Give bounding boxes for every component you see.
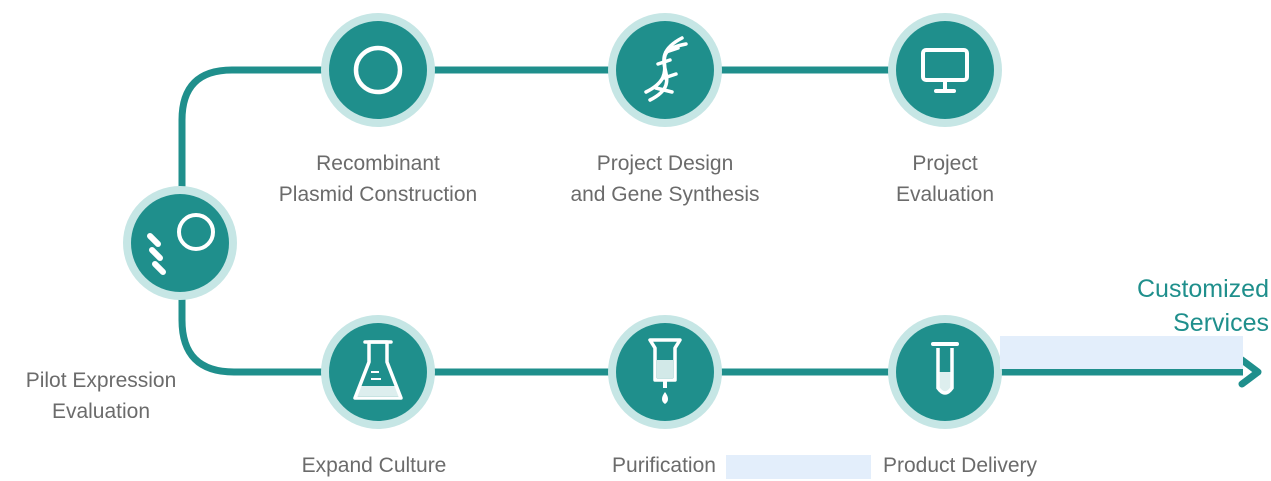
plasmid-ring-icon [353, 45, 403, 95]
highlight-band-arrow [1000, 336, 1243, 369]
label-design: Project Design and Gene Synthesis [515, 148, 815, 210]
monitor-icon [921, 48, 969, 93]
highlight-band-purification [726, 455, 871, 479]
label-line: Recombinant [316, 152, 440, 175]
label-line: Services [1173, 309, 1269, 337]
label-line: Customized [1137, 275, 1269, 303]
bottom-connector-line [178, 290, 1243, 376]
label-line: Product Delivery [882, 454, 1038, 477]
node-design [608, 13, 722, 127]
flask-icon [353, 340, 403, 400]
label-evaluation: Project Evaluation [845, 148, 1045, 210]
node-delivery [888, 315, 1002, 429]
label-line: Evaluation [895, 183, 995, 206]
node-pilot [123, 186, 237, 300]
label-line: Evaluation [51, 400, 151, 423]
label-delivery: Product Delivery [860, 450, 1060, 481]
top-connector-line [178, 66, 945, 196]
node-evaluation [888, 13, 1002, 127]
purification-column-icon [648, 338, 682, 404]
label-recombinant: Recombinant Plasmid Construction [228, 148, 528, 210]
label-line: Pilot Expression [25, 369, 177, 392]
node-culture [321, 315, 435, 429]
node-recombinant [321, 13, 435, 127]
dna-helix-icon [644, 36, 688, 102]
label-line: Project [912, 152, 978, 175]
label-line: Expand Culture [301, 454, 447, 477]
test-tube-icon [931, 342, 959, 395]
label-pilot: Pilot Expression Evaluation [0, 365, 202, 427]
label-line: and Gene Synthesis [570, 183, 760, 206]
node-purification [608, 315, 722, 429]
arrow-head-icon [1238, 356, 1262, 388]
plasmid-dna-icon [147, 213, 215, 275]
label-line: Purification [612, 454, 716, 477]
label-purification: Purification [594, 450, 734, 481]
label-culture: Expand Culture [264, 450, 484, 481]
label-line: Plasmid Construction [278, 183, 478, 206]
customized-services-label: Customized Services [1137, 272, 1269, 340]
label-line: Project Design [596, 152, 734, 175]
